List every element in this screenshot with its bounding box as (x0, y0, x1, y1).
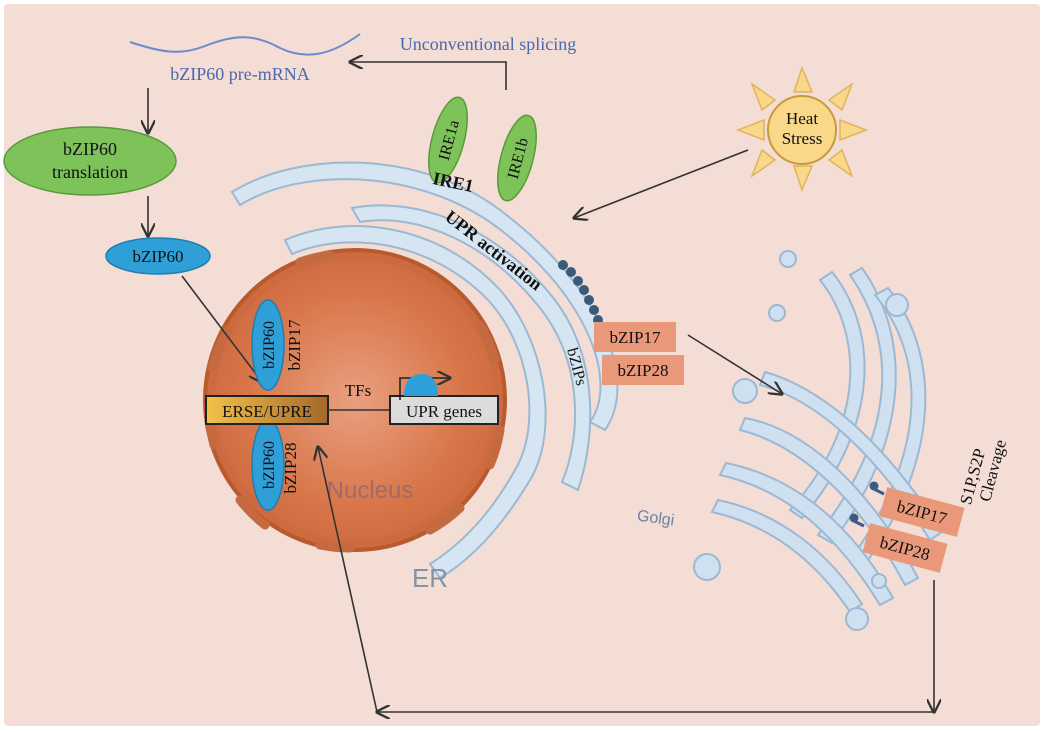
polymerase-blob (404, 374, 438, 396)
nuclear-bzip60-top (251, 299, 285, 391)
arrow-to-golgi (687, 334, 782, 394)
translation-line1: bZIP60 (63, 139, 117, 159)
nuclear-bzip60-bottom-label: bZIP60 (261, 441, 278, 489)
bzip60-ellipse (105, 237, 211, 275)
bzip60-label: bZIP60 (133, 247, 184, 266)
translation-ellipse (3, 126, 177, 196)
erse-upre-label: ERSE/UPRE (222, 402, 312, 421)
heat-stress-arrow (574, 149, 749, 218)
upr-genes-label: UPR genes (406, 402, 482, 421)
endoplasmic-reticulum (230, 161, 619, 580)
erse-upre-box (205, 395, 329, 425)
pre-mrna-label: bZIP60 pre-mRNA (170, 64, 309, 84)
nucleus-label: Nucleus (327, 477, 414, 504)
nuclear-bzip60-top-label: bZIP60 (261, 321, 278, 369)
arrow-to-erse (181, 275, 262, 382)
splicing-label: Unconventional splicing (400, 34, 576, 54)
ire1b-protein: IRE1b (497, 114, 537, 202)
stress-label: Stress (782, 129, 823, 148)
upr-genes-box (389, 395, 499, 425)
er-bzip28-box (602, 355, 684, 385)
er-bzip17-label: bZIP17 (610, 328, 662, 347)
splicing-arrow (350, 62, 507, 90)
pre-mrna-strand (129, 33, 361, 56)
tfs-label: TFs (345, 381, 371, 400)
return-arrow-up (318, 447, 378, 713)
translation-line2: translation (52, 162, 128, 182)
ire1a-protein: IRE1a (428, 96, 468, 184)
transcription-start-arrow (399, 378, 450, 400)
er-label: ER (412, 563, 448, 593)
er-bzip17-box (594, 322, 676, 352)
er-bzip28-label: bZIP28 (618, 361, 669, 380)
nuclear-bzip17-label: bZIP17 (285, 319, 304, 371)
golgi-label: Golgi (636, 508, 675, 530)
heat-label: Heat (786, 109, 818, 128)
protease-markers (849, 481, 885, 528)
nuclear-bzip28-label: bZIP28 (281, 443, 300, 494)
heat-stress-sun (735, 65, 869, 193)
